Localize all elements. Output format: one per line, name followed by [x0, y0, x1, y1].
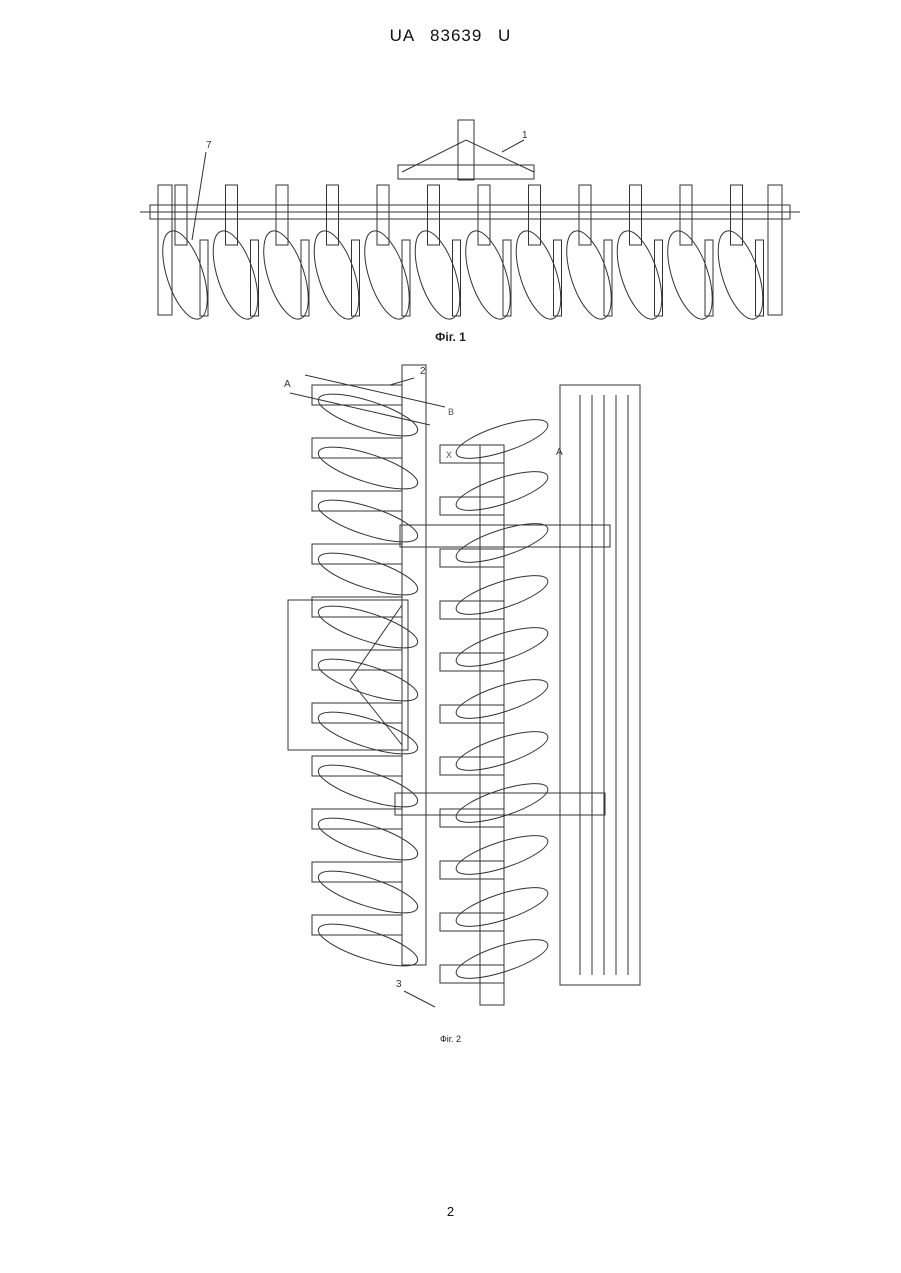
- figure-2-caption: Фіг. 2: [0, 1034, 901, 1044]
- rear-disc: [452, 880, 551, 934]
- front-disc: [314, 439, 422, 498]
- rear-disc: [452, 412, 551, 466]
- rear-arm: [440, 653, 504, 671]
- disc-stand: [428, 185, 440, 245]
- front-disc: [314, 916, 422, 975]
- rear-arm: [440, 705, 504, 723]
- front-disc: [314, 386, 422, 445]
- rear-disc: [452, 776, 551, 830]
- front-disc: [314, 810, 422, 869]
- rear-disc: [452, 568, 551, 622]
- rear-disc: [452, 516, 551, 570]
- hitch-mast: [458, 120, 474, 180]
- callout-a-left: A: [284, 379, 291, 390]
- disc-stand: [327, 185, 339, 245]
- rear-disc: [452, 932, 551, 986]
- rear-arm: [440, 757, 504, 775]
- callout-x: X: [446, 450, 452, 460]
- figure-1-front-view: 7 1: [140, 110, 800, 330]
- front-disc: [314, 492, 422, 551]
- front-disc: [314, 651, 422, 710]
- disc-stand: [377, 185, 389, 245]
- rear-disc: [452, 828, 551, 882]
- rear-disc: [452, 620, 551, 674]
- front-disc: [314, 598, 422, 657]
- disc-stand: [529, 185, 541, 245]
- rear-arm: [440, 913, 504, 931]
- disc-stand: [175, 185, 187, 245]
- figure-2-top-view: 2 3 A A B X: [280, 345, 670, 1025]
- disc-stand: [731, 185, 743, 245]
- hitch-crossbar: [398, 165, 534, 179]
- front-disc: [314, 545, 422, 604]
- disc-stand: [680, 185, 692, 245]
- rear-disc: [452, 672, 551, 726]
- page-number: 2: [0, 1204, 901, 1219]
- figure-1-caption: Фіг. 1: [0, 330, 901, 344]
- leader-3: [404, 991, 435, 1007]
- callout-2: 2: [420, 366, 426, 377]
- disc-stand: [579, 185, 591, 245]
- front-disc: [314, 757, 422, 816]
- patent-number-header: UA 83639 U: [0, 26, 901, 46]
- front-disc: [314, 863, 422, 922]
- disc-stand: [630, 185, 642, 245]
- leader-1: [502, 140, 524, 152]
- disc-stand: [226, 185, 238, 245]
- leader-7: [192, 152, 206, 240]
- rear-disc: [452, 464, 551, 518]
- callout-3: 3: [396, 979, 402, 990]
- front-disc: [314, 704, 422, 763]
- callout-1: 1: [522, 130, 528, 141]
- front-gang-beam: [402, 365, 426, 965]
- callout-7: 7: [206, 140, 212, 151]
- callout-a-right: A: [556, 447, 563, 458]
- rear-arm: [440, 861, 504, 879]
- disc-stand: [478, 185, 490, 245]
- rear-disc: [452, 724, 551, 778]
- rear-arm: [440, 601, 504, 619]
- rear-arm: [440, 497, 504, 515]
- callout-b: B: [448, 407, 454, 417]
- disc-stand: [276, 185, 288, 245]
- rear-arm: [440, 809, 504, 827]
- rear-arm: [440, 549, 504, 567]
- rear-arm: [440, 965, 504, 983]
